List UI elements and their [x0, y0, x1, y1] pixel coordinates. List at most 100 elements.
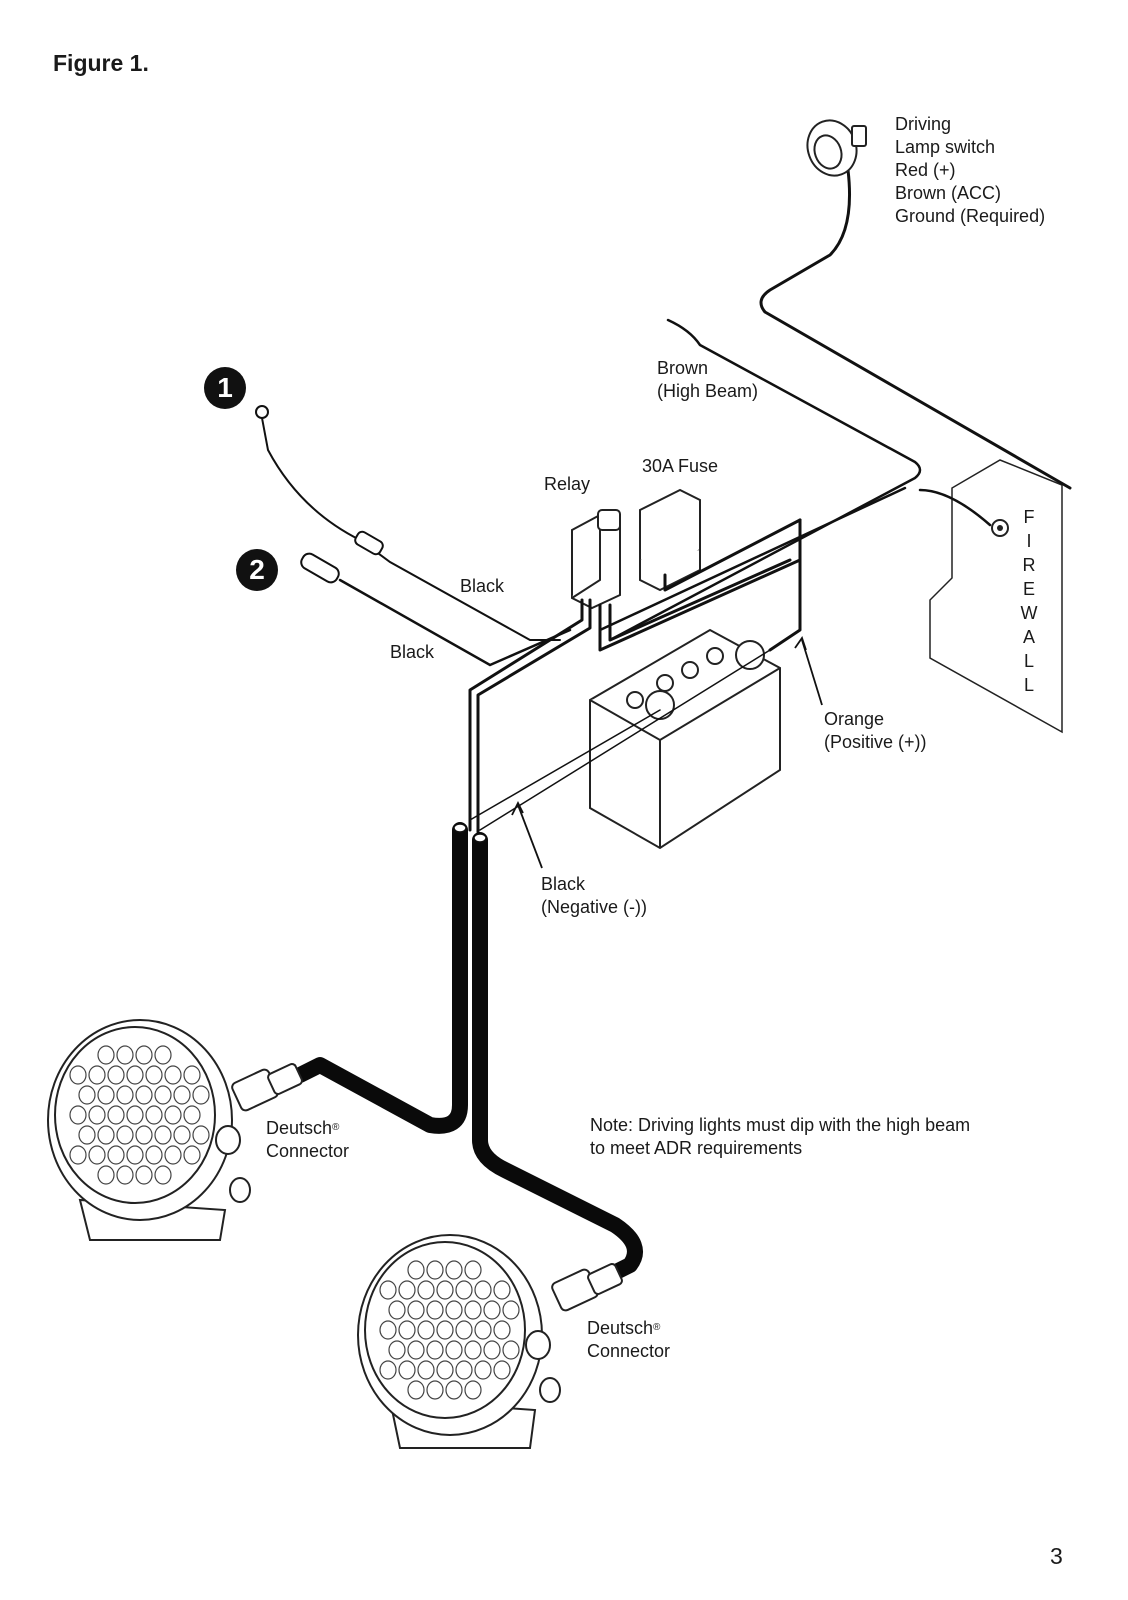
led-pod-icon	[164, 1065, 182, 1085]
relay-label: Relay	[544, 474, 591, 494]
loom-1	[292, 822, 468, 1134]
led-pod-icon	[107, 1145, 125, 1165]
led-pod-icon	[398, 1360, 416, 1380]
black-label-1: Black	[460, 576, 505, 596]
firewall-ground-wire	[918, 488, 992, 527]
led-pod-icon	[398, 1320, 416, 1340]
orange-label: Orange (Positive (+))	[824, 709, 927, 752]
led-pod-icon	[493, 1280, 511, 1300]
led-pod-icon	[69, 1065, 87, 1085]
page-number: 3	[1050, 1543, 1063, 1569]
led-pod-icon	[464, 1260, 482, 1280]
led-pod-icon	[69, 1105, 87, 1125]
led-pod-icon	[88, 1105, 106, 1125]
ring-terminal-icon	[255, 405, 269, 419]
led-pod-icon	[145, 1065, 163, 1085]
led-pod-icon	[116, 1165, 134, 1185]
led-pod-icon	[407, 1300, 425, 1320]
led-pod-icon	[116, 1045, 134, 1065]
firewall-label: F I R E W A L L	[1020, 507, 1038, 695]
led-pod-icon	[145, 1105, 163, 1125]
led-pod-icon	[116, 1125, 134, 1145]
led-pod-icon	[88, 1065, 106, 1085]
negative-label: Black (Negative (-))	[541, 874, 648, 917]
led-pod-icon	[388, 1300, 406, 1320]
led-pod-icon	[445, 1380, 463, 1400]
led-pod-icon	[97, 1125, 115, 1145]
led-pod-icon	[502, 1300, 520, 1320]
led-pod-icon	[78, 1125, 96, 1145]
negative-lead	[469, 709, 661, 821]
led-pod-icon	[107, 1105, 125, 1125]
badge-two: 2	[236, 549, 278, 591]
led-pod-icon	[88, 1145, 106, 1165]
switch-wire	[759, 168, 1072, 490]
led-pod-icon	[445, 1260, 463, 1280]
deutsch-label-1: Deutsch® Connector	[266, 1118, 350, 1161]
led-pod-icon	[417, 1280, 435, 1300]
led-pod-icon	[126, 1145, 144, 1165]
led-pod-icon	[126, 1105, 144, 1125]
led-pod-icon	[407, 1340, 425, 1360]
led-pod-icon	[455, 1320, 473, 1340]
rocker-switch-icon	[806, 119, 867, 177]
led-pod-icon	[97, 1165, 115, 1185]
led-pod-icon	[474, 1320, 492, 1340]
loom-2	[472, 832, 643, 1288]
led-pod-icon	[474, 1280, 492, 1300]
led-pod-icon	[97, 1085, 115, 1105]
led-pod-icon	[407, 1260, 425, 1280]
deutsch-label-2: Deutsch® Connector	[587, 1318, 671, 1361]
led-pod-icon	[154, 1085, 172, 1105]
led-pod-icon	[417, 1320, 435, 1340]
led-pod-icon	[173, 1125, 191, 1145]
led-pod-icon	[379, 1280, 397, 1300]
led-pod-icon	[192, 1125, 210, 1145]
figure-title: Figure 1.	[53, 50, 149, 76]
fuse-icon	[639, 488, 701, 592]
fuse-wire	[598, 486, 907, 632]
led-pod-icon	[426, 1300, 444, 1320]
relay-icon	[571, 509, 621, 610]
led-pod-icon	[483, 1300, 501, 1320]
black-label-2: Black	[390, 642, 435, 662]
led-pod-icon	[493, 1320, 511, 1340]
led-pod-icon	[436, 1280, 454, 1300]
led-pod-icon	[407, 1380, 425, 1400]
led-pod-icon	[164, 1145, 182, 1165]
led-pod-icon	[417, 1360, 435, 1380]
led-pod-icon	[154, 1045, 172, 1065]
led-pod-icon	[464, 1380, 482, 1400]
led-pod-icon	[183, 1105, 201, 1125]
led-pod-icon	[436, 1320, 454, 1340]
battery-icon	[589, 628, 781, 850]
led-pod-icon	[493, 1360, 511, 1380]
firewall-panel	[929, 459, 1063, 734]
led-pod-icon	[78, 1085, 96, 1105]
led-pod-icon	[135, 1085, 153, 1105]
led-pod-icon	[116, 1085, 134, 1105]
led-pod-icon	[192, 1085, 210, 1105]
led-pod-icon	[445, 1340, 463, 1360]
led-pod-icon	[69, 1145, 87, 1165]
led-pod-icon	[474, 1360, 492, 1380]
led-pod-icon	[426, 1380, 444, 1400]
brown-wire	[608, 318, 922, 642]
led-pod-icon	[388, 1340, 406, 1360]
led-pod-icon	[464, 1300, 482, 1320]
switch-label: Driving Lamp switch Red (+) Brown (ACC) …	[895, 114, 1046, 226]
led-pod-icon	[398, 1280, 416, 1300]
note-text: Note: Driving lights must dip with the h…	[590, 1115, 971, 1158]
led-pod-icon	[135, 1125, 153, 1145]
led-pod-icon	[483, 1340, 501, 1360]
led-pod-icon	[379, 1320, 397, 1340]
bullet-terminal-icon	[300, 552, 340, 584]
led-pod-icon	[97, 1045, 115, 1065]
led-pod-icon	[502, 1340, 520, 1360]
led-pod-icon	[164, 1105, 182, 1125]
brown-label: Brown (High Beam)	[657, 358, 759, 401]
led-pod-icon	[135, 1045, 153, 1065]
led-pod-icon	[426, 1260, 444, 1280]
led-pod-icon	[379, 1360, 397, 1380]
